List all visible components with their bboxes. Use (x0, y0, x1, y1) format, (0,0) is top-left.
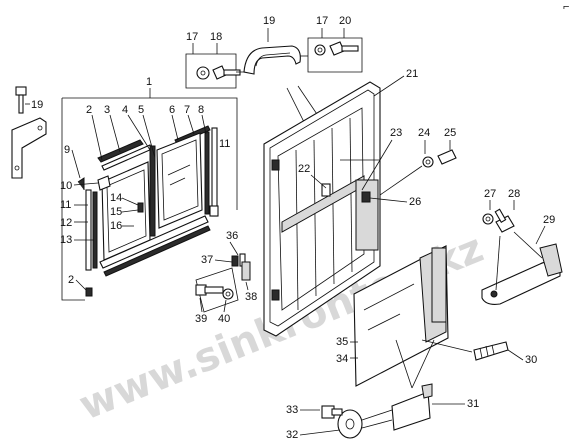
callout-32: 32 (286, 429, 298, 441)
washer-24 (422, 156, 434, 168)
door-assembly-group: 21 22 23 26 24 25 (263, 68, 457, 337)
lower-panel-group: 35 34 30 31 33 32 (286, 245, 537, 441)
screw-25 (437, 149, 457, 165)
rail-bottom-front (99, 215, 209, 269)
callout-17-right: 17 (316, 15, 328, 27)
hinge-top (271, 159, 280, 171)
callout-5: 5 (138, 104, 144, 116)
corner-clip-right (209, 205, 219, 217)
callout-19-top: 19 (263, 15, 275, 27)
window-assembly-group: 1 2 3 4 5 6 7 8 9 11 10 11 12 13 14 15 1… (11, 76, 238, 301)
latch-26 (361, 191, 371, 203)
clip-37 (231, 255, 239, 267)
strip-left-outer (85, 189, 92, 271)
bracket-left (11, 117, 47, 179)
callout-20: 20 (339, 15, 351, 27)
callout-29: 29 (543, 214, 555, 226)
callout-16: 16 (110, 220, 122, 232)
callout-36: 36 (226, 230, 238, 242)
callout-15: 15 (110, 206, 122, 218)
rail-bottom-back (103, 225, 211, 277)
callout-22: 22 (298, 163, 310, 175)
callout-13: 13 (60, 234, 72, 246)
callout-38: 38 (245, 291, 257, 303)
callout-30: 30 (525, 354, 537, 366)
bolt-shank-20 (341, 45, 359, 52)
bolt-shank-39 (204, 286, 224, 294)
callout-4: 4 (122, 104, 128, 116)
bolt-head-19 (15, 86, 27, 96)
callout-9: 9 (64, 144, 70, 156)
rail-top-left (97, 139, 144, 163)
callout-3: 3 (104, 104, 110, 116)
panel-rib (431, 247, 447, 323)
callout-8: 8 (198, 104, 204, 116)
callout-24: 24 (418, 127, 430, 139)
nut-40 (222, 288, 234, 300)
callout-37: 37 (201, 254, 213, 266)
callout-25: 25 (444, 127, 456, 139)
screw-bottom (85, 287, 93, 297)
strip-right-inner (204, 131, 210, 215)
callout-40: 40 (218, 313, 230, 325)
callout-2-bottom: 2 (68, 274, 74, 286)
washer-17-right (314, 44, 326, 56)
latch (137, 202, 144, 213)
grab-handle (243, 45, 301, 75)
strip-left-inner (92, 191, 98, 269)
callout-28: 28 (508, 188, 520, 200)
bolt-group-lower: 36 37 38 39 40 (195, 230, 257, 325)
callout-11-right: 11 (219, 138, 230, 150)
handle-group: 17 18 19 17 20 (185, 15, 363, 89)
callout-33: 33 (286, 404, 298, 416)
callout-26: 26 (409, 196, 421, 208)
callout-19-left: 19 (31, 99, 43, 111)
callout-39: 39 (195, 313, 207, 325)
corner-mark: ⌐ (563, 1, 569, 13)
bolt-shank-18 (223, 69, 241, 76)
washer-27 (482, 213, 494, 225)
bolt-shank-19 (18, 94, 24, 114)
hinge-bottom (271, 289, 280, 301)
callout-10: 10 (60, 180, 72, 192)
side-handle-end (539, 243, 563, 277)
callout-6: 6 (169, 104, 175, 116)
lock-block (321, 183, 331, 197)
callout-14: 14 (110, 192, 122, 204)
callout-21: 21 (406, 68, 418, 80)
screw-30 (473, 341, 509, 361)
callout-23: 23 (390, 127, 402, 139)
callout-1: 1 (146, 76, 152, 88)
block-38 (241, 261, 251, 281)
callout-2-top: 2 (86, 104, 92, 116)
callout-7: 7 (184, 104, 190, 116)
washer-17 (196, 66, 210, 80)
callout-17-left: 17 (186, 31, 198, 43)
cover-31 (391, 391, 431, 431)
callout-12: 12 (60, 217, 72, 229)
callout-35: 35 (336, 336, 348, 348)
callout-27: 27 (484, 188, 496, 200)
callout-34: 34 (336, 353, 348, 365)
callout-18: 18 (210, 31, 222, 43)
side-handle-group: 27 28 29 (481, 188, 563, 305)
strip-right-outer (211, 127, 218, 217)
callout-11-left-a: 11 (60, 199, 71, 211)
clip-left (97, 175, 111, 191)
callout-31: 31 (467, 398, 479, 410)
door-side-panel (355, 179, 379, 251)
disc-32 (337, 409, 363, 439)
center-divider (149, 145, 156, 237)
